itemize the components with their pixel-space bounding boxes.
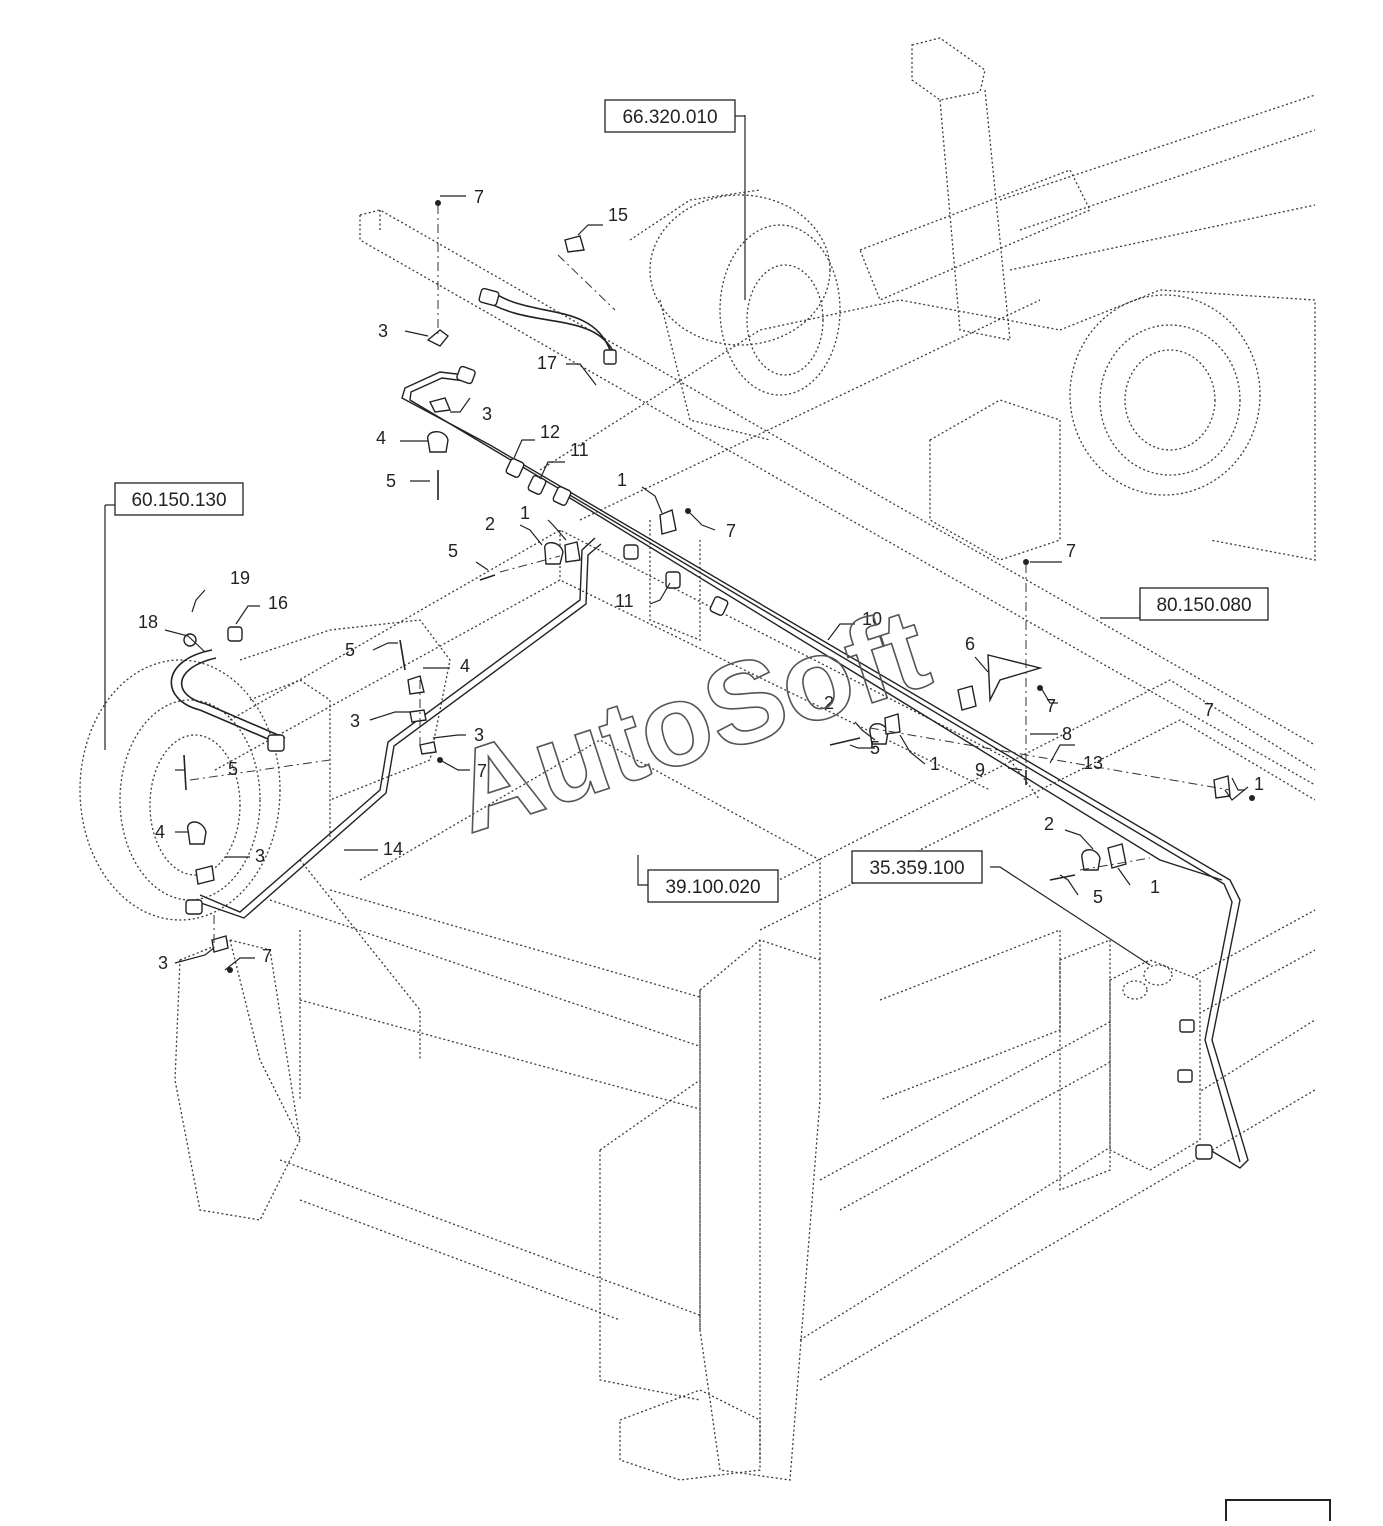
callout-8: 8 xyxy=(1062,724,1072,744)
watermark-text: AutoSoft xyxy=(437,583,943,858)
watermark: AutoSoft xyxy=(436,582,943,859)
reference-60-150-130[interactable]: 60.150.130 xyxy=(105,482,244,516)
callout-1: 1 xyxy=(1254,774,1264,794)
callout-7: 7 xyxy=(1204,700,1214,720)
callout-15: 15 xyxy=(608,205,628,225)
callout-7: 7 xyxy=(1046,696,1056,716)
callout-7: 7 xyxy=(474,187,484,207)
reference-label: 80.150.080 xyxy=(1156,595,1251,616)
callout-3: 3 xyxy=(350,711,360,731)
assembly-axes xyxy=(189,205,1231,948)
reference-35-359-100[interactable]: 35.359.100 xyxy=(851,850,983,884)
callout-4: 4 xyxy=(376,428,386,448)
callout-3: 3 xyxy=(255,846,265,866)
reference-80-150-080[interactable]: 80.150.080 xyxy=(1139,587,1269,621)
callout-13: 13 xyxy=(1083,753,1103,773)
callout-5: 5 xyxy=(870,738,880,758)
reference-39-100-020[interactable]: 39.100.020 xyxy=(647,869,779,903)
callout-12: 12 xyxy=(540,422,560,442)
fittings xyxy=(183,200,1255,1160)
callout-5: 5 xyxy=(228,759,238,779)
page-corner-tab xyxy=(1225,1499,1331,1521)
callout-4: 4 xyxy=(155,822,165,842)
callout-6: 6 xyxy=(965,634,975,654)
callout-10: 10 xyxy=(862,609,882,629)
callout-7: 7 xyxy=(726,521,736,541)
frame-structure xyxy=(79,37,1316,1481)
callout-3: 3 xyxy=(474,725,484,745)
callout-7: 7 xyxy=(262,946,272,966)
callout-7: 7 xyxy=(477,761,487,781)
callout-1: 1 xyxy=(930,754,940,774)
callout-3: 3 xyxy=(378,321,388,341)
leader-lines xyxy=(104,115,1249,971)
callout-9: 9 xyxy=(975,760,985,780)
callout-11: 11 xyxy=(615,591,634,611)
callout-18: 18 xyxy=(138,612,158,632)
callout-4: 4 xyxy=(460,656,470,676)
callout-5: 5 xyxy=(448,541,458,561)
callout-1: 1 xyxy=(1150,877,1160,897)
reference-label: 66.320.010 xyxy=(622,107,717,128)
callout-2: 2 xyxy=(485,514,495,534)
callout-14: 14 xyxy=(383,839,403,859)
callout-2: 2 xyxy=(824,693,834,713)
callout-11: 11 xyxy=(570,440,589,460)
hydraulic-lines xyxy=(170,289,1249,1169)
reference-label: 60.150.130 xyxy=(131,490,226,511)
callout-3: 3 xyxy=(158,953,168,973)
callout-17: 17 xyxy=(537,353,557,373)
callout-1: 1 xyxy=(520,503,530,523)
callout-7: 7 xyxy=(1066,541,1076,561)
callout-19: 19 xyxy=(230,568,250,588)
reference-label: 35.359.100 xyxy=(869,858,964,879)
callout-5: 5 xyxy=(1093,887,1103,907)
callout-5: 5 xyxy=(345,640,355,660)
callout-16: 16 xyxy=(268,593,288,613)
callout-2: 2 xyxy=(1044,814,1054,834)
callout-3: 3 xyxy=(482,404,492,424)
reference-label: 39.100.020 xyxy=(665,877,760,898)
callout-5: 5 xyxy=(386,471,396,491)
reference-66-320-010[interactable]: 66.320.010 xyxy=(604,99,745,133)
callout-1: 1 xyxy=(617,470,627,490)
callout-numbers: 7 15 3 17 3 12 4 11 5 1 7 2 1 5 7 11 19 … xyxy=(138,187,1264,973)
